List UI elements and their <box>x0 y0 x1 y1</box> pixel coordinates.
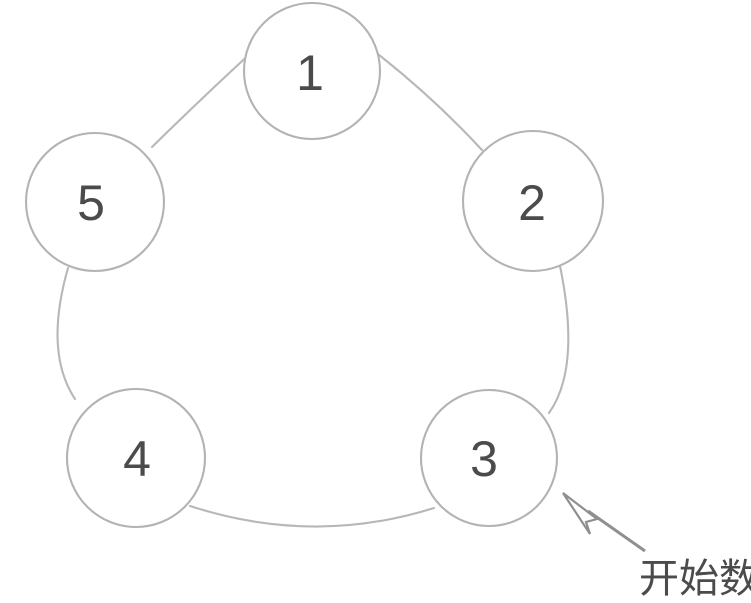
node-3-circle[interactable] <box>419 388 559 528</box>
node-4-circle[interactable] <box>65 387 207 529</box>
node-2-label: 2 <box>518 175 546 231</box>
node-4-label: 4 <box>123 431 151 487</box>
annotation-arrow-head-icon <box>562 492 600 535</box>
annotation-label: 开始数 <box>639 556 751 602</box>
edge-4-5 <box>56 266 77 401</box>
node-5-circle[interactable] <box>24 131 166 273</box>
edge-5-1 <box>150 49 255 149</box>
node-3-label: 3 <box>470 431 498 487</box>
node-1[interactable]: 1 <box>242 1 382 141</box>
node-5-label: 5 <box>77 175 105 231</box>
node-3[interactable]: 3 <box>419 388 559 528</box>
annotation-arrow <box>562 492 646 553</box>
node-group: 1 2 3 4 5 <box>24 1 605 529</box>
node-2[interactable]: 2 <box>461 129 605 273</box>
edge-3-4 <box>188 504 436 528</box>
node-2-circle[interactable] <box>461 129 605 273</box>
node-1-label: 1 <box>296 45 324 101</box>
edge-2-3 <box>547 264 570 415</box>
node-1-circle[interactable] <box>242 1 382 141</box>
node-4[interactable]: 4 <box>65 387 207 529</box>
node-5[interactable]: 5 <box>24 131 166 273</box>
edge-1-2 <box>372 49 484 152</box>
edge-group <box>56 49 570 528</box>
annotation-arrow-shaft <box>587 509 646 553</box>
